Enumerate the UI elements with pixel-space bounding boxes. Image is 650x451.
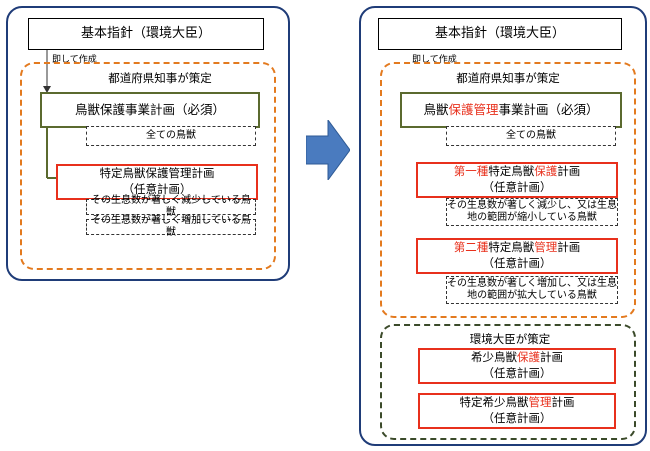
left-all-birds-box: 全ての鳥獣: [86, 126, 256, 146]
right-minister-label: 環境大臣が策定: [469, 332, 551, 346]
right-plan3-post: 計画: [540, 350, 563, 365]
right-note2-line2: 地の範囲が拡大している鳥獣: [467, 290, 597, 301]
right-note1-line2: 地の範囲が縮小している鳥獣: [467, 212, 597, 223]
right-note1-line1: その生息数が著しく減少し、又は生息: [447, 199, 617, 211]
left-prefecture-region: [20, 62, 276, 270]
right-plan1-line2: （任意計画）: [482, 180, 552, 194]
left-specified-plan-line2: （任意計画）: [122, 182, 192, 196]
right-all-birds-label: 全ての鳥獣: [506, 129, 556, 141]
right-plan3-pre: 希少鳥獣: [471, 350, 517, 365]
right-plan1-mid: 特定鳥獣: [488, 164, 535, 179]
right-note2-line1: その生息数が著しく増加し、又は生息: [447, 277, 617, 289]
left-all-birds-label: 全ての鳥獣: [146, 129, 196, 141]
right-plan3-box: 希少鳥獣保護計画 （任意計画）: [418, 348, 616, 384]
left-note-increasing-text: その生息数が著しく増加している鳥獣: [91, 214, 251, 239]
left-required-plan-label: 鳥獣保護事業計画（必須）: [74, 101, 225, 117]
right-plan2-line1: 第二種特定鳥獣管理計画: [454, 240, 581, 256]
right-plan2-hl1: 第二種: [453, 240, 489, 255]
right-plan2-mid: 特定鳥獣: [488, 240, 535, 255]
right-plan2-hl2: 管理: [534, 240, 558, 255]
right-plan4-box: 特定希少鳥獣管理計画 （任意計画）: [418, 393, 616, 429]
left-basic-policy-box: 基本指針（環境大臣）: [28, 18, 264, 50]
right-plan1-box: 第一種特定鳥獣保護計画 （任意計画）: [416, 162, 618, 198]
right-note2: その生息数が著しく増加し、又は生息 地の範囲が拡大している鳥獣: [446, 276, 618, 304]
right-plan3-hl: 保護: [517, 350, 540, 365]
right-plan1-hl1: 第一種: [453, 164, 489, 179]
right-plan4-line1: 特定希少鳥獣管理計画: [460, 395, 575, 411]
left-note-decreasing-text: その生息数が著しく減少している鳥獣: [91, 194, 251, 219]
left-basic-policy-label: 基本指針（環境大臣）: [80, 26, 211, 42]
transition-arrow-icon: [306, 120, 350, 180]
right-required-plan-pre: 鳥獣: [423, 101, 449, 117]
left-prefecture-label: 都道府県知事が策定: [108, 71, 212, 85]
right-plan3-line2: （任意計画）: [482, 366, 552, 380]
right-plan2-line2: （任意計画）: [482, 256, 552, 270]
left-note-increasing: その生息数が著しく増加している鳥獣: [86, 215, 256, 238]
left-required-plan-box: 鳥獣保護事業計画（必須）: [40, 92, 260, 128]
right-required-plan-label: 鳥獣保護管理事業計画（必須）: [423, 102, 598, 119]
right-prefecture-region: [380, 62, 636, 318]
right-required-plan-post: 事業計画（必須）: [498, 101, 599, 117]
left-flow-label: 即して作成: [52, 55, 97, 65]
right-plan2-box: 第二種特定鳥獣管理計画 （任意計画）: [416, 238, 618, 274]
right-basic-policy-label: 基本指針（環境大臣）: [434, 26, 565, 42]
right-plan3-line1: 希少鳥獣保護計画: [471, 350, 563, 366]
right-minister-region: [380, 324, 636, 440]
right-plan2-post: 計画: [557, 240, 581, 255]
right-note1: その生息数が著しく減少し、又は生息 地の範囲が縮小している鳥獣: [446, 198, 618, 226]
right-plan4-post: 計画: [551, 395, 575, 410]
right-plan4-line2: （任意計画）: [482, 411, 552, 425]
right-plan1-line1: 第一種特定鳥獣保護計画: [454, 164, 581, 180]
right-plan4-hl: 管理: [528, 395, 552, 410]
right-required-plan-box: 鳥獣保護管理事業計画（必須）: [400, 92, 622, 128]
right-basic-policy-box: 基本指針（環境大臣）: [378, 18, 622, 50]
left-specified-plan-line1: 特定鳥獣保護管理計画: [99, 166, 215, 181]
right-plan1-post: 計画: [557, 164, 581, 179]
right-prefecture-label: 都道府県知事が策定: [456, 71, 560, 85]
right-all-birds-box: 全ての鳥獣: [446, 126, 616, 146]
right-required-plan-highlight: 保護管理: [448, 101, 499, 117]
right-plan4-pre: 特定希少鳥獣: [459, 395, 529, 410]
left-note-decreasing: その生息数が著しく減少している鳥獣: [86, 195, 256, 218]
right-plan1-hl2: 保護: [534, 164, 558, 179]
right-flow-label: 即して作成: [412, 55, 457, 65]
